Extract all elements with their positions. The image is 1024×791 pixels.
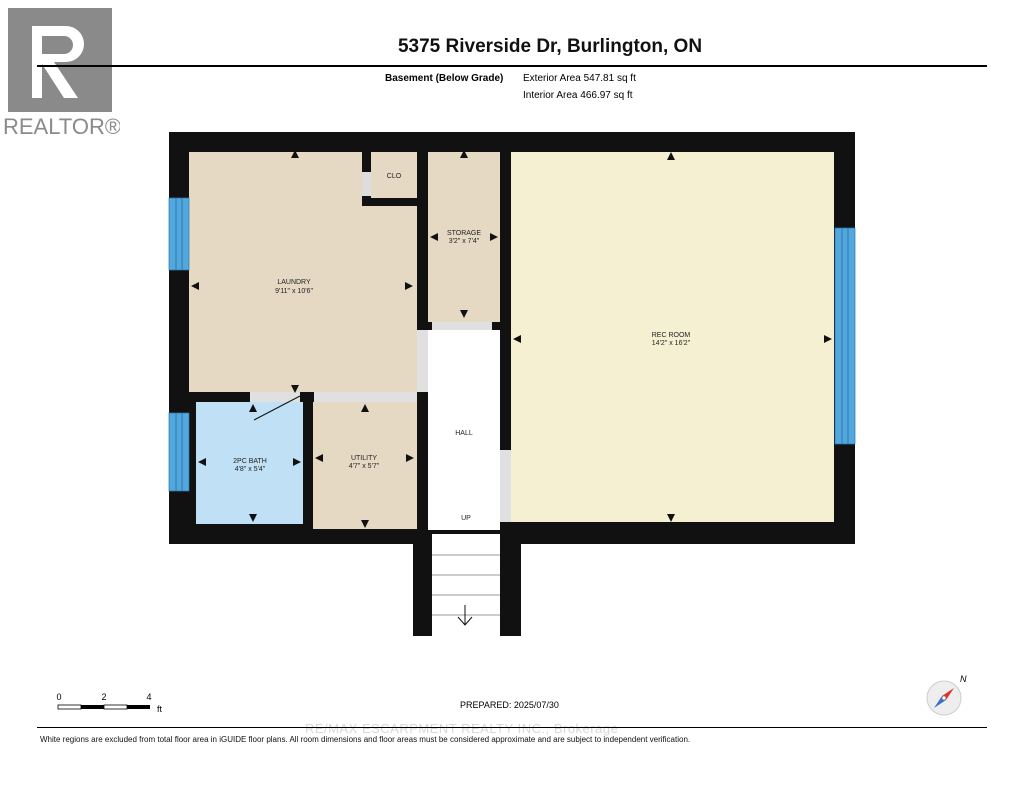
bath-dims: 4'8" x 5'4" [235,466,266,473]
dimension-arrows [191,150,832,528]
utility-room [313,402,417,529]
compass-icon: N [926,674,967,716]
scale-unit: ft [157,704,163,714]
footer-divider [37,727,987,728]
rec-room [511,152,834,522]
stairs [432,534,500,636]
windows [168,197,856,492]
storage-room [428,152,500,322]
scale-tick-4: 4 [146,692,151,702]
bath-label: 2PC BATH [233,458,267,465]
bath-door-swing [253,395,301,421]
scale-tick-0: 0 [56,692,61,702]
bath-room [196,402,303,524]
disclaimer-text: White regions are excluded from total fl… [40,735,691,744]
closet [371,152,417,198]
rec-room-label: REC ROOM [652,332,691,339]
stair-direction-icon [457,605,473,626]
realtor-logo: REALTOR® [4,8,120,138]
utility-label: UTILITY [351,455,377,462]
closet-label: CLO [387,173,402,180]
interior-area: Interior Area 466.97 sq ft [523,90,633,101]
logo-text: REALTOR® [4,114,120,138]
stairs-label: UP [461,515,471,522]
page-title: 5375 Riverside Dr, Burlington, ON [397,36,703,57]
laundry-label: LAUNDRY [277,279,311,286]
exterior-area: Exterior Area 547.81 sq ft [523,73,636,84]
scale-tick-2: 2 [101,692,106,702]
laundry-dims: 9'11" x 10'6" [275,288,313,295]
brokerage-watermark: RE/MAX ESCARPMENT REALTY INC., Brokerage [305,721,619,736]
storage-dims: 3'2" x 7'4" [449,238,480,245]
compass-north-label: N [960,674,967,684]
rec-room-dims: 14'2" x 16'2" [652,340,691,347]
doors [250,322,511,522]
hall [428,330,500,530]
header-divider [37,65,987,67]
level-label: Basement (Below Grade) [385,73,504,84]
prepared-date: PREPARED: 2025/07/30 [460,700,559,710]
storage-label: STORAGE [447,230,481,237]
utility-dims: 4'7" x 5'7" [349,463,380,470]
stair-treads [432,554,500,616]
scale-bar: 0 2 4 ft [56,692,163,714]
hall-label: HALL [455,430,473,437]
